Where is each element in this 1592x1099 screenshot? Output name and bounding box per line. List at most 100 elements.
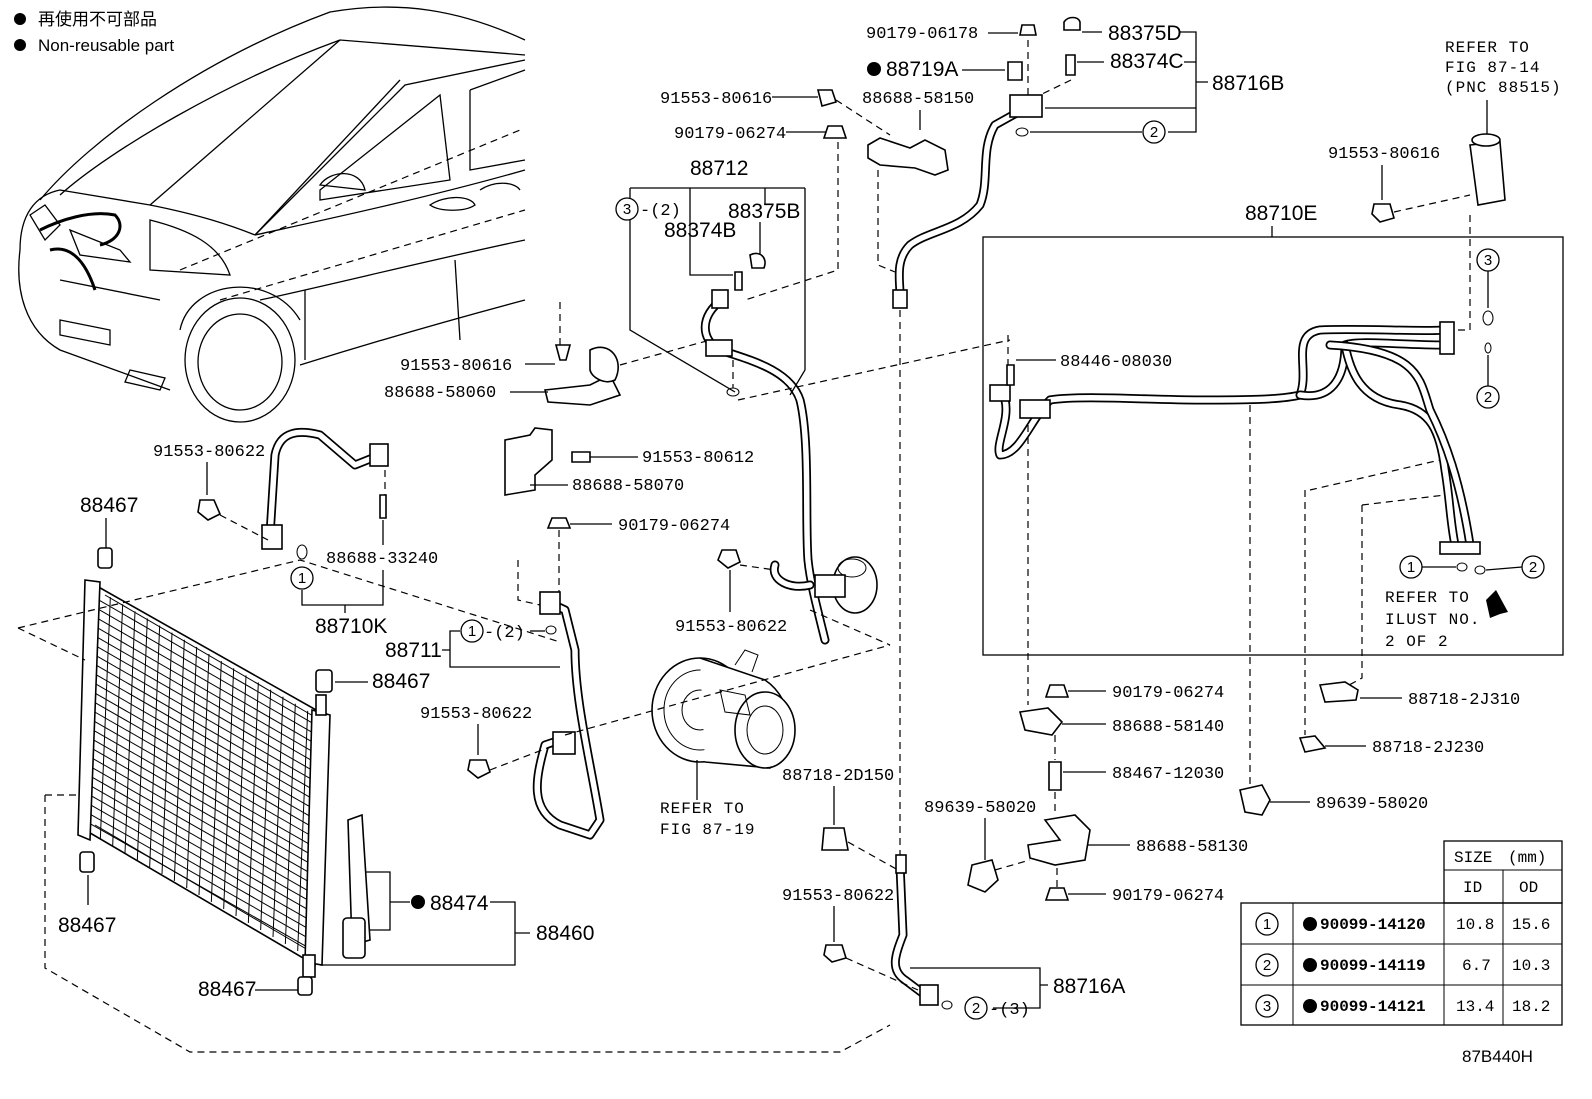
pipe-88710E-evap-fitting xyxy=(1439,321,1455,355)
size-table-row: 1 90099-14120 10.8 15.6 xyxy=(1255,912,1550,936)
size-table-part: 90099-14121 xyxy=(1320,998,1426,1016)
label-88710K: 88710K xyxy=(315,615,387,638)
size-table-od: 15.6 xyxy=(1512,916,1550,934)
label-90179-06274-b: 90179-06274 xyxy=(618,517,730,536)
stud-88688-33240 xyxy=(379,494,387,519)
clamp-88688-58060 xyxy=(589,346,619,383)
size-table-ref: 1 xyxy=(1263,916,1271,933)
non-reusable-bullet-icon xyxy=(1303,917,1317,931)
expansion-valve-top xyxy=(1471,133,1501,147)
clamp-88718-2J310 xyxy=(1318,681,1359,703)
refer-fig-87-19-line1: REFER TO xyxy=(660,800,745,818)
hose-88716B-end xyxy=(892,289,908,309)
non-reusable-bullet-icon xyxy=(867,62,881,76)
bolt-91553-80622-c xyxy=(467,759,491,779)
label-91553-80616-c: 91553-80616 xyxy=(1328,145,1440,164)
bolt-91553-80622-a xyxy=(197,499,222,521)
pipe-88711-end xyxy=(552,731,576,755)
label-callout-1-2: -(2) xyxy=(484,624,525,643)
pipe-88716A-end xyxy=(919,984,939,1006)
size-table: SIZE (mm) ID OD 1 90099-14120 10.8 15.6 … xyxy=(1240,840,1563,1026)
pipe-88710E-left-fitting xyxy=(989,384,1011,402)
hose-88712-block xyxy=(705,339,733,357)
nut-90179-06274-a xyxy=(822,125,848,139)
clamp-88718-2J230 xyxy=(1298,735,1327,753)
cap-88375B xyxy=(749,252,766,269)
size-table-part: 90099-14119 xyxy=(1320,957,1426,975)
cushion-88467-12030 xyxy=(1048,761,1062,791)
label-90179-06178: 90179-06178 xyxy=(866,25,978,44)
bracket-88688-58130 xyxy=(1027,814,1091,866)
svg-text:2: 2 xyxy=(1484,389,1492,406)
label-88374B: 88374B xyxy=(664,219,736,242)
expansion-valve xyxy=(1469,141,1506,206)
non-reusable-bullet-icon xyxy=(1303,999,1317,1013)
label-88716B: 88716B xyxy=(1212,72,1284,95)
label-88467-12030: 88467-12030 xyxy=(1112,765,1224,784)
label-91553-80612: 91553-80612 xyxy=(642,449,754,468)
svg-text:2: 2 xyxy=(972,1000,980,1017)
label-88688-58150: 88688-58150 xyxy=(862,90,974,109)
label-callout-2-3: -(3) xyxy=(989,1001,1030,1020)
nut-90179-06274-d xyxy=(1044,887,1070,901)
callout-2-88710E xyxy=(1476,385,1500,409)
o-ring-88710E-3 xyxy=(1482,310,1494,326)
refer-ilust-line3: 2 OF 2 xyxy=(1385,633,1449,651)
pipe-88710E-lower-fitting xyxy=(1439,541,1481,555)
non-reusable-bullet-icon xyxy=(14,13,26,25)
size-table-ref: 2 xyxy=(1263,957,1271,974)
refer-fig-87-14-line3: (PNC 88515) xyxy=(1445,79,1562,97)
size-table-id: 13.4 xyxy=(1456,998,1494,1016)
label-88688-58060: 88688-58060 xyxy=(384,384,496,403)
box-88710E xyxy=(982,236,1564,656)
svg-text:2: 2 xyxy=(1150,124,1158,141)
o-ring-88710E-1 xyxy=(1456,562,1468,572)
cap-88375D xyxy=(1063,16,1081,31)
label-88467-b: 88467 xyxy=(372,670,430,693)
label-88375D: 88375D xyxy=(1108,22,1182,45)
refer-fig-87-14-line2: FIG 87-14 xyxy=(1445,59,1540,77)
bracket-88688-58070 xyxy=(504,427,553,496)
size-table-col-id: ID xyxy=(1463,879,1482,897)
arrow-down-icon xyxy=(1486,590,1508,618)
condenser-guide-bottom xyxy=(44,795,891,1053)
pipe-88711-block xyxy=(539,591,561,615)
label-88718-2J230: 88718-2J230 xyxy=(1372,739,1484,758)
refer-fig-87-14-line1: REFER TO xyxy=(1445,39,1530,57)
label-callout-3-2: -(2) xyxy=(640,202,681,221)
filter-88474 xyxy=(347,813,371,947)
label-91553-80622-a: 91553-80622 xyxy=(153,443,265,462)
label-88467-d: 88467 xyxy=(198,978,256,1001)
legend-jp-text: 再使用不可部品 xyxy=(38,9,157,29)
size-table-part: 90099-14120 xyxy=(1320,916,1426,934)
bracket-88688-58060 xyxy=(544,373,622,406)
pipe-88716A-top xyxy=(895,854,907,874)
label-88688-58070: 88688-58070 xyxy=(572,477,684,496)
cushion-88467-top xyxy=(97,547,113,569)
size-table-id: 10.8 xyxy=(1456,916,1494,934)
label-88688-58130: 88688-58130 xyxy=(1136,838,1248,857)
non-reusable-bullet-icon xyxy=(1303,958,1317,972)
nut-90179-06274-c xyxy=(1044,684,1070,698)
o-ring-88710E-2b xyxy=(1474,565,1486,575)
callout-2-88716B xyxy=(1142,120,1166,144)
label-88467-a: 88467 xyxy=(80,494,138,517)
label-88719A: 88719A xyxy=(886,58,958,81)
label-88374C: 88374C xyxy=(1110,50,1184,73)
vehicle-outline xyxy=(18,6,526,423)
label-90179-06274-c: 90179-06274 xyxy=(1112,684,1224,703)
label-90179-06274-d: 90179-06274 xyxy=(1112,887,1224,906)
condenser-guide-left xyxy=(17,627,86,661)
pipe-88710E xyxy=(989,321,1481,555)
o-ring-88716B xyxy=(1015,127,1029,137)
pipe-88711 xyxy=(532,591,605,840)
o-ring-88710E-2 xyxy=(1484,342,1492,354)
size-table-od: 10.3 xyxy=(1512,957,1550,975)
pipe-88710E-block xyxy=(1019,399,1051,419)
label-89639-58020-a: 89639-58020 xyxy=(924,799,1036,818)
bolt-91553-80622-d xyxy=(823,944,848,963)
pipe-88710K-end xyxy=(261,524,283,550)
label-88467-c: 88467 xyxy=(58,914,116,937)
valve-88374B xyxy=(734,271,743,291)
